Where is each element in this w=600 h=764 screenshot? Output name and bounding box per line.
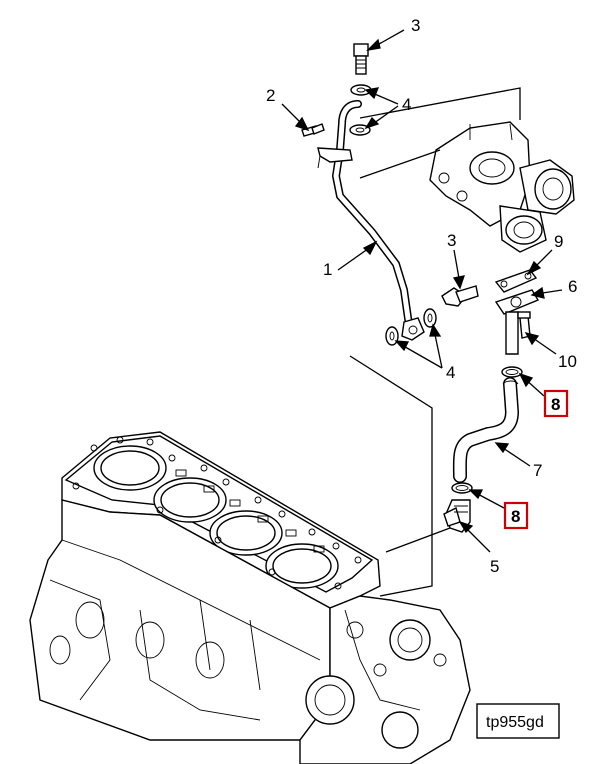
- callout-labels: 3 2 4 1 3 9 6 10 4 8 7 8 5: [266, 16, 577, 576]
- callout-4-lower: 4: [446, 363, 455, 382]
- callout-5: 5: [490, 557, 499, 576]
- callout-3-lower: 3: [447, 231, 456, 250]
- callout-8-lower-box: 8: [503, 501, 529, 530]
- turbocharger: [429, 121, 575, 253]
- o-ring-upper: [501, 366, 523, 378]
- callout-9: 9: [554, 232, 563, 251]
- oil-drain-hose: [452, 377, 520, 483]
- flange-bolt: [517, 311, 531, 339]
- assembly-reference-lines: [349, 87, 521, 597]
- drain-flange-gasket: [494, 269, 538, 293]
- o-ring-lower: [451, 482, 473, 494]
- banjo-bolt-lower: [441, 285, 479, 307]
- figure-reference-code: tp955gd: [486, 714, 544, 731]
- bracket-bolt: [301, 123, 325, 137]
- callout-8-upper-box: 8: [543, 389, 569, 418]
- banjo-bolt-upper: [353, 43, 369, 75]
- callout-8-lower: 8: [511, 507, 520, 526]
- callout-7: 7: [533, 461, 542, 480]
- sealing-washers-upper: [349, 84, 372, 136]
- callout-3-upper: 3: [411, 16, 420, 35]
- callout-leaders: [281, 29, 563, 553]
- sealing-washers-lower: [385, 308, 437, 346]
- callout-10: 10: [558, 352, 577, 371]
- figure-reference-box: tp955gd: [476, 703, 560, 739]
- callout-6: 6: [568, 277, 577, 296]
- drain-flange: [494, 289, 540, 355]
- callout-8-upper: 8: [551, 395, 560, 414]
- oil-feed-pipe: [317, 100, 425, 341]
- callout-1: 1: [323, 260, 332, 279]
- engine-block: [29, 431, 471, 764]
- callout-4-upper: 4: [402, 95, 411, 114]
- callout-2: 2: [266, 86, 275, 105]
